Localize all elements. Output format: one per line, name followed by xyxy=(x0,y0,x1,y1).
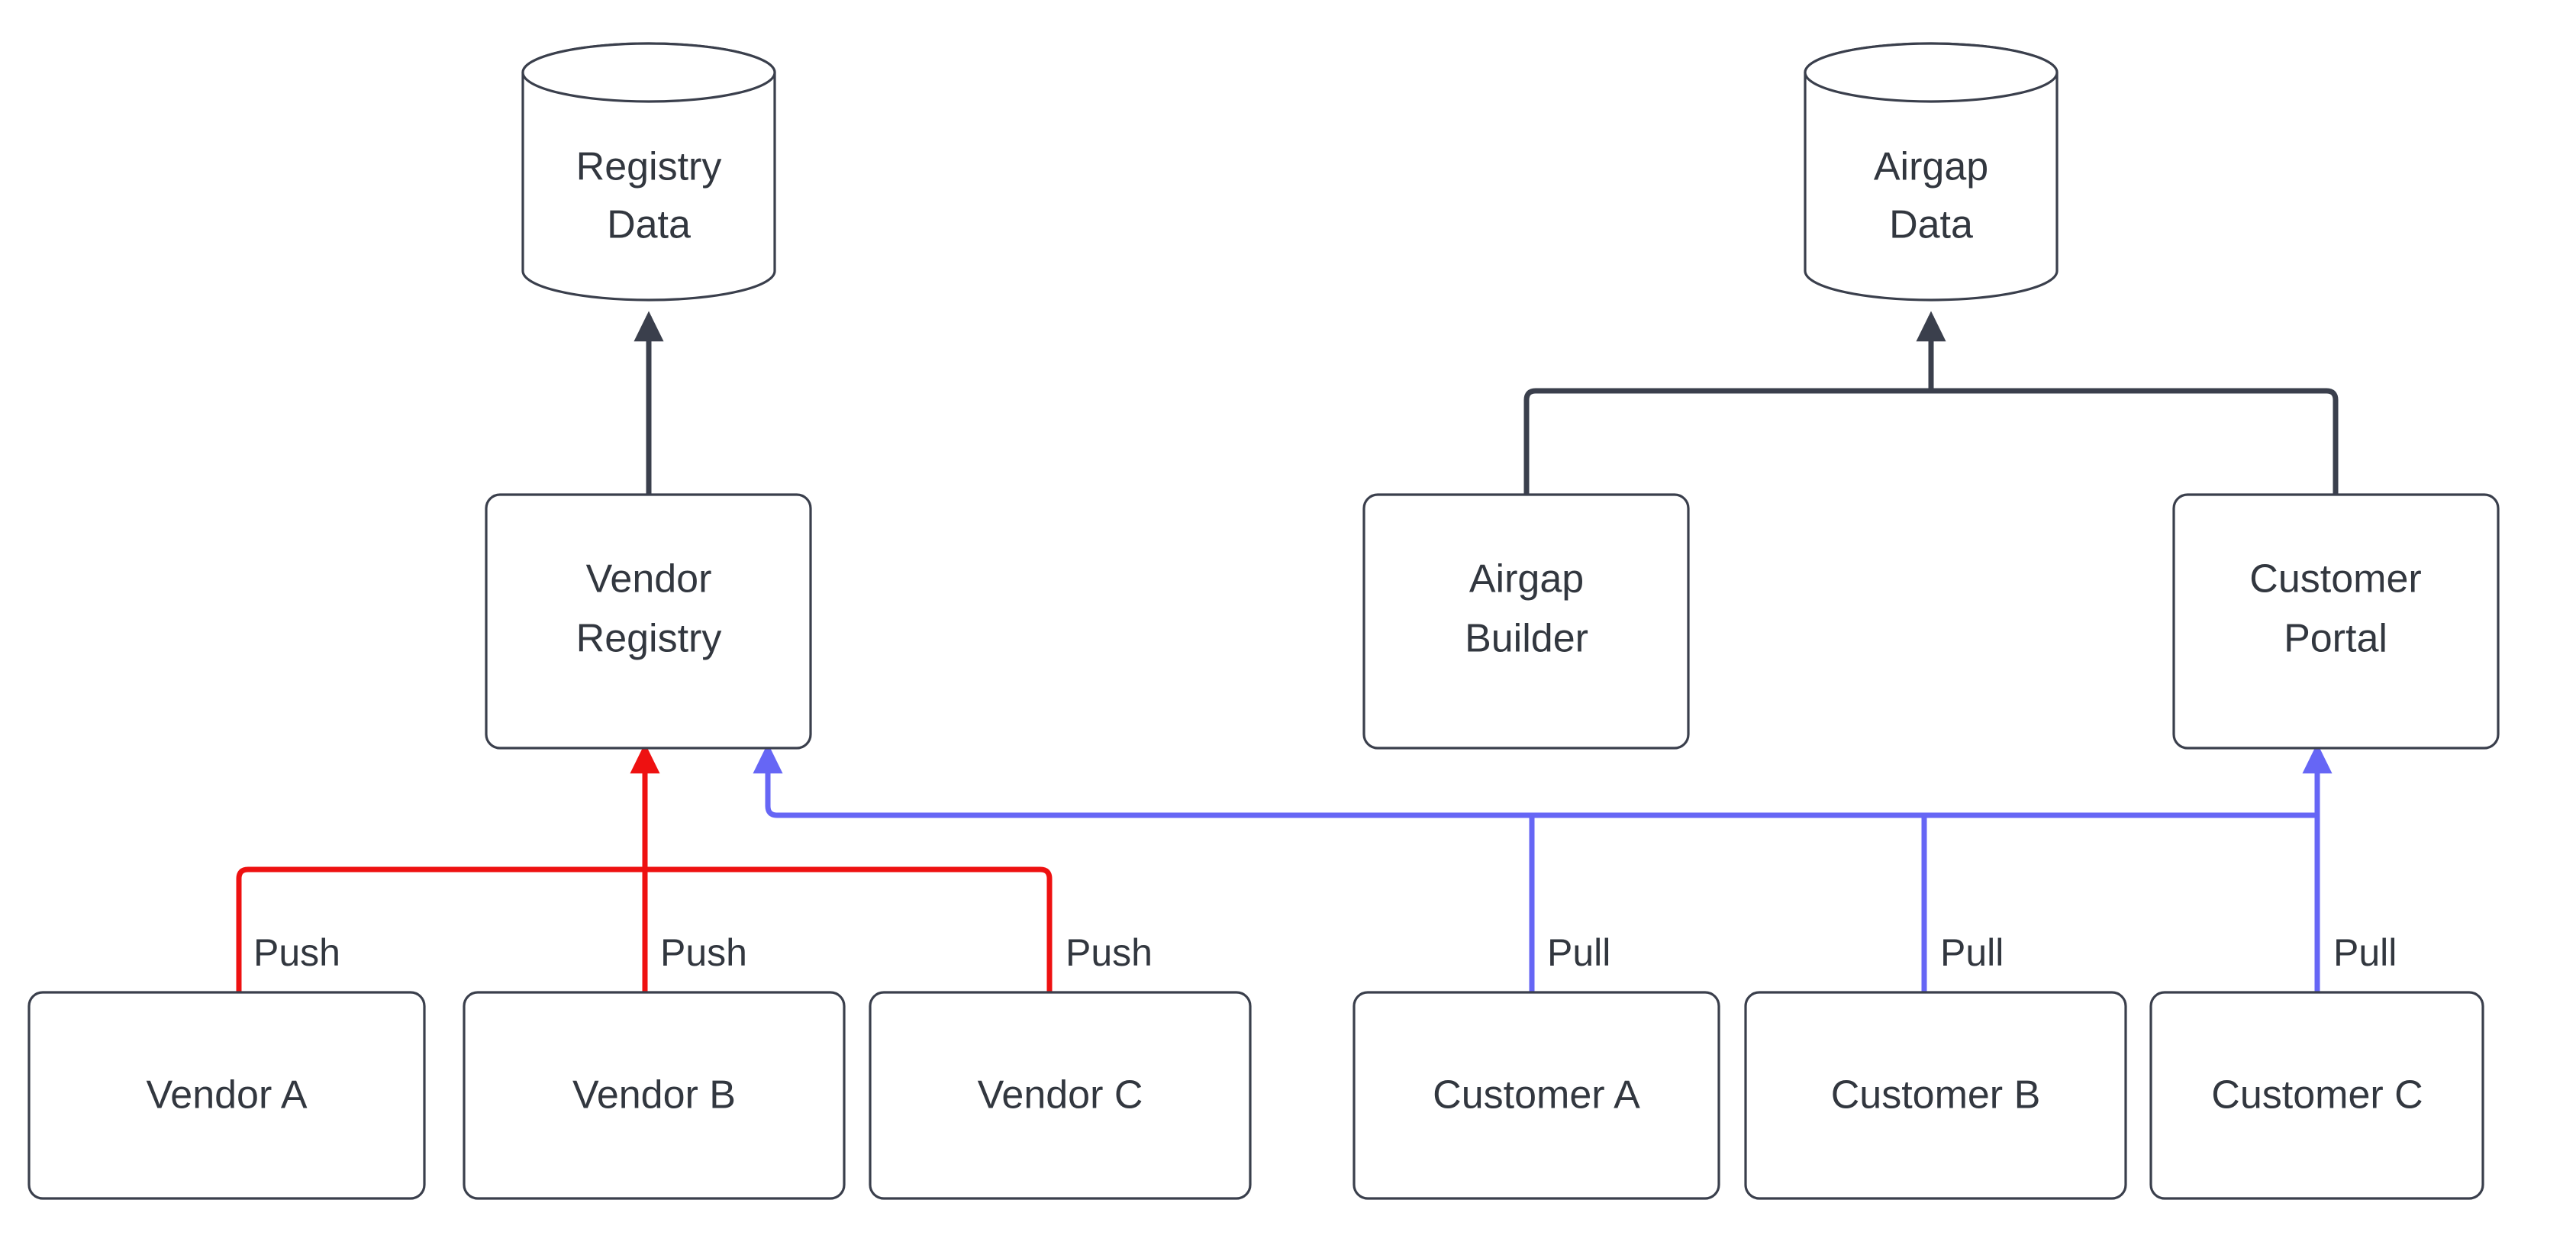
airgap-builder-label-line2: Builder xyxy=(1465,617,1588,661)
edge-label-push-vendor-c: Push xyxy=(1066,931,1153,974)
node-vendor-c[interactable]: Vendor C xyxy=(869,991,1252,1200)
edge-label-pull-customer-b: Pull xyxy=(1940,931,2004,974)
registry-data-label-line2: Data xyxy=(607,203,691,247)
customer-portal-label-line1: Customer xyxy=(2249,557,2421,602)
vendor-b-label: Vendor B xyxy=(572,1073,736,1118)
edge-group-push xyxy=(236,743,1053,992)
airgap-data-cylinder-top xyxy=(1804,42,2059,103)
vendor-a-box xyxy=(27,991,426,1200)
customer-portal-box xyxy=(2172,493,2500,750)
edge-airgap-bracket-to-airgap-data xyxy=(1523,311,2339,495)
node-customer-a[interactable]: Customer A xyxy=(1352,991,1720,1200)
vendor-registry-label-line1: Vendor xyxy=(586,557,712,602)
edge-label-pull-customer-a: Pull xyxy=(1547,931,1610,974)
edge-label-pull-customer-c: Pull xyxy=(2333,931,2397,974)
airgap-data-label-line1: Airgap xyxy=(1874,145,1988,189)
airgap-builder-box xyxy=(1362,493,1690,750)
airgap-data-label-line2: Data xyxy=(1889,203,1973,247)
node-vendor-a[interactable]: Vendor A xyxy=(27,991,426,1200)
edge-path-airgap-bracket xyxy=(1523,388,2339,495)
node-vendor-b[interactable]: Vendor B xyxy=(463,991,846,1200)
edge-label-group: Push Push Push Pull Pull Pull xyxy=(253,931,2397,974)
customer-portal-label-line2: Portal xyxy=(2284,617,2387,661)
edge-path-pull-bus xyxy=(765,748,2317,818)
customer-a-box xyxy=(1352,991,1720,1200)
node-customer-c[interactable]: Customer C xyxy=(2149,991,2484,1200)
node-airgap-builder[interactable]: Airgap Builder xyxy=(1362,493,1690,750)
customer-b-box xyxy=(1744,991,2127,1200)
customer-c-label: Customer C xyxy=(2211,1073,2423,1118)
vendor-registry-label-line2: Registry xyxy=(576,617,722,661)
node-customer-b[interactable]: Customer B xyxy=(1744,991,2127,1200)
customer-c-box xyxy=(2149,991,2484,1200)
registry-data-label-line1: Registry xyxy=(576,145,722,189)
edge-label-push-vendor-a: Push xyxy=(253,931,340,974)
node-registry-data[interactable]: Registry Data xyxy=(521,42,776,302)
customer-b-label: Customer B xyxy=(1831,1073,2041,1118)
node-airgap-data[interactable]: Airgap Data xyxy=(1804,42,2059,302)
airgap-builder-label-line1: Airgap xyxy=(1469,557,1584,602)
customer-a-label: Customer A xyxy=(1433,1073,1640,1118)
node-customer-portal[interactable]: Customer Portal xyxy=(2172,493,2500,750)
edge-label-push-vendor-b: Push xyxy=(660,931,747,974)
node-vendor-registry[interactable]: Vendor Registry xyxy=(485,493,812,750)
vendor-a-label: Vendor A xyxy=(146,1073,307,1118)
edge-group-pull xyxy=(753,743,2333,992)
vendor-b-box xyxy=(463,991,846,1200)
registry-data-cylinder-top xyxy=(521,42,776,103)
vendor-c-box xyxy=(869,991,1252,1200)
vendor-c-label: Vendor C xyxy=(978,1073,1143,1118)
vendor-registry-box xyxy=(485,493,812,750)
